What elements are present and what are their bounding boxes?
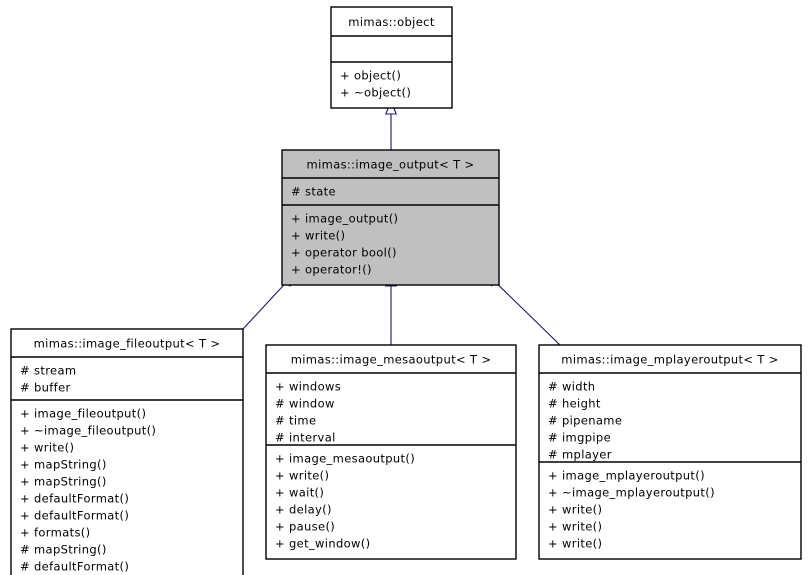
class-method: # defaultFormat(): [20, 560, 129, 574]
class-box-outline: [281, 149, 500, 286]
class-method: + write(): [291, 229, 345, 243]
class-name-label: mimas::image_mplayeroutput< T >: [561, 353, 778, 367]
class-attribute: # mplayer: [548, 448, 612, 462]
class-method: + pause(): [275, 520, 335, 534]
class-method: + defaultFormat(): [20, 509, 129, 523]
class-name-label: mimas::image_mesaoutput< T >: [291, 353, 492, 367]
class-box-image_mesaoutput[interactable]: mimas::image_mesaoutput< T >+ windows# w…: [265, 344, 517, 560]
class-boxes-layer: mimas::object+ object()+ ~object()mimas:…: [10, 6, 802, 575]
class-method: + ~object(): [340, 86, 411, 100]
class-box-image_mplayeroutput[interactable]: mimas::image_mplayeroutput< T ># width# …: [538, 344, 802, 560]
class-attribute: # time: [275, 414, 316, 428]
class-method: + operator bool(): [291, 246, 397, 260]
class-box-outline: [10, 328, 244, 575]
class-method: + image_mplayeroutput(): [548, 469, 705, 483]
class-method: + image_fileoutput(): [20, 407, 146, 421]
class-box-outline: [330, 6, 453, 109]
class-attribute: # imgpipe: [548, 431, 611, 445]
class-name-label: mimas::image_fileoutput< T >: [34, 337, 221, 351]
class-method: + operator!(): [291, 263, 372, 277]
class-method: + wait(): [275, 486, 324, 500]
class-name-label: mimas::image_output< T >: [307, 158, 475, 172]
class-attribute: # window: [275, 397, 335, 411]
class-method: + write(): [548, 503, 602, 517]
class-method: + mapString(): [20, 458, 107, 472]
class-method: + ~image_fileoutput(): [20, 424, 156, 438]
class-attribute: # stream: [20, 364, 76, 378]
class-method: + object(): [340, 69, 401, 83]
class-box-object[interactable]: mimas::object+ object()+ ~object(): [330, 6, 453, 109]
class-method: + write(): [548, 537, 602, 551]
class-method: + image_mesaoutput(): [275, 452, 415, 466]
class-attribute: # buffer: [20, 381, 71, 395]
inheritance-line: [494, 281, 561, 346]
class-attribute: # pipename: [548, 414, 622, 428]
class-attribute: # interval: [275, 431, 336, 445]
class-attribute: # height: [548, 397, 601, 411]
class-method: + get_window(): [275, 537, 370, 551]
class-method: + delay(): [275, 503, 332, 517]
class-attribute: # width: [548, 380, 595, 394]
class-attribute: # state: [291, 185, 336, 199]
class-method: + ~image_mplayeroutput(): [548, 486, 715, 500]
class-attribute: + windows: [275, 380, 341, 394]
class-method: + write(): [275, 469, 329, 483]
inheritance-line: [242, 282, 287, 330]
class-method: + formats(): [20, 526, 90, 540]
class-box-image_output[interactable]: mimas::image_output< T ># state+ image_o…: [281, 149, 500, 286]
class-method: + write(): [548, 520, 602, 534]
class-box-image_fileoutput[interactable]: mimas::image_fileoutput< T ># stream# bu…: [10, 328, 244, 575]
class-method: + image_output(): [291, 212, 398, 226]
class-method: + mapString(): [20, 475, 107, 489]
class-box-outline: [538, 344, 802, 560]
class-box-outline: [265, 344, 517, 560]
class-name-label: mimas::object: [348, 15, 435, 29]
class-method: + defaultFormat(): [20, 492, 129, 506]
class-method: + write(): [20, 441, 74, 455]
class-method: # mapString(): [20, 543, 107, 557]
